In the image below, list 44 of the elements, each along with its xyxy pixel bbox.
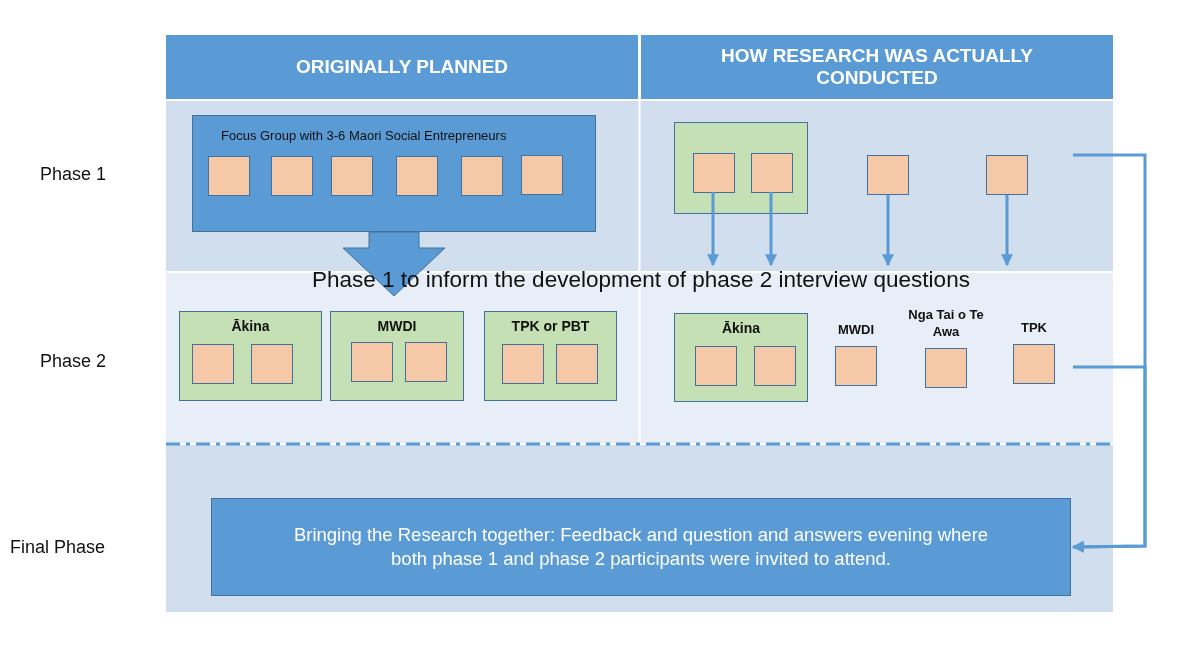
organisation-box [330,311,464,401]
participant-box [405,342,447,382]
organisation-box [674,122,808,214]
participant-box [396,156,438,196]
participant-box [271,156,313,196]
arrow [1001,195,1013,267]
participant-box [521,155,563,195]
participant-box [695,346,737,386]
phase-label: Final Phase [10,538,106,558]
arrow [707,192,719,267]
organisation-name: Nga Tai o Te Awa [907,305,985,341]
arrow [1071,365,1147,553]
participant-box [986,155,1028,195]
participant-box [556,344,598,384]
organisation-name: TPK or PBT [510,318,591,334]
organisation-box [674,313,808,402]
participant-box [251,344,293,384]
column-header: ORIGINALLY PLANNED [166,35,638,99]
block-arrow [342,231,446,297]
final-phase-box: Bringing the Research together: Feedback and question and answers evening where both phase 1 and phase 2 participants were invited to attend. [211,498,1071,596]
phase-label: Phase 1 [40,165,107,185]
column-header: HOW RESEARCH WAS ACTUALLY CONDUCTED [641,35,1113,99]
arrow [765,192,777,267]
organisation-name: Ākina [230,318,271,334]
participant-box [208,156,250,196]
arrow [882,195,894,267]
participant-box [461,156,503,196]
group-title: Focus Group with 3-6 Maori Social Entrepreneurs [221,128,507,143]
participant-box [502,344,544,384]
organisation-name: MWDI [836,321,876,339]
participant-box [754,346,796,386]
participant-box [751,153,793,193]
organisation-name: MWDI [376,318,418,334]
organisation-box [484,311,617,401]
organisation-box [179,311,322,401]
participant-box [867,155,909,195]
focus-group-box [192,115,596,232]
participant-box [351,342,393,382]
organisation-name: TPK [1020,319,1048,337]
participant-box [331,156,373,196]
participant-box [693,153,735,193]
organisation-name: Ākina [720,320,762,336]
participant-box [192,344,234,384]
phase-label: Phase 2 [40,352,107,372]
